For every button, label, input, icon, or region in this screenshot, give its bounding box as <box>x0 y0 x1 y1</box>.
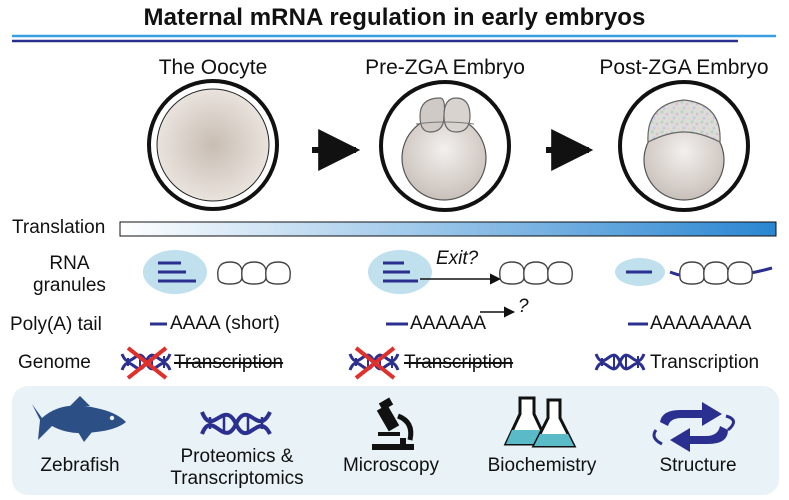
tool-label-microscopy: Microscopy <box>342 455 440 476</box>
row-label-translation: Translation <box>12 217 106 238</box>
post-zga-embryo-illustration <box>618 80 750 212</box>
question-annotation: ? <box>518 296 529 317</box>
pre-zga-embryo-illustration <box>379 80 511 212</box>
polya-tail-pre-zga: AAAAAA <box>410 313 487 334</box>
tool-label-biochemistry: Biochemistry <box>487 455 597 476</box>
transcription-pre-zga: Transcription <box>404 352 514 373</box>
polya-tail-oocyte: AAAA (short) <box>170 313 280 334</box>
rna-granule-pre-zga <box>368 250 432 294</box>
tool-label-zebrafish: Zebrafish <box>40 455 120 476</box>
stage-label-post-zga: Post-ZGA Embryo <box>599 56 769 79</box>
tool-label-omics-line1: Proteomics & <box>180 446 294 467</box>
blocked-x-pre-zga <box>354 346 396 380</box>
translation-gradient-bar <box>119 221 777 237</box>
microscope-icon <box>372 397 414 450</box>
tool-label-omics: Proteomics & Transcriptomics <box>152 446 322 490</box>
exit-annotation: Exit? <box>436 248 479 269</box>
fish-icon <box>32 396 126 442</box>
rna-granule-post-zga <box>615 258 665 286</box>
dna-icon-post-zga <box>594 353 646 371</box>
dna-tool-icon <box>200 411 272 436</box>
polya-tail-post-zga: AAAAAAAA <box>650 313 752 334</box>
flask-icon <box>503 396 577 448</box>
protein-structure-icon <box>652 402 735 452</box>
row-label-genome: Genome <box>18 352 91 373</box>
transcription-post-zga: Transcription <box>650 352 760 373</box>
stage-label-pre-zga: Pre-ZGA Embryo <box>365 56 525 79</box>
methods-panel <box>12 386 779 495</box>
stage-label-oocyte: The Oocyte <box>158 56 268 79</box>
transcription-oocyte: Transcription <box>174 352 284 373</box>
ribosomes-oocyte <box>217 261 291 285</box>
tool-label-structure: Structure <box>659 455 737 476</box>
ribosomes-pre-zga <box>499 261 573 285</box>
blocked-x-oocyte <box>126 346 168 380</box>
rna-granule-oocyte <box>143 250 207 294</box>
row-label-rna-line2: granules <box>33 275 106 296</box>
oocyte-illustration <box>147 79 279 211</box>
row-label-rna-line1: RNA <box>49 253 90 274</box>
diagram-title: Maternal mRNA regulation in early embryo… <box>143 4 646 31</box>
translating-mrna-post-zga <box>669 261 773 285</box>
row-label-polya: Poly(A) tail <box>10 314 102 335</box>
tool-label-omics-line2: Transcriptomics <box>170 468 304 489</box>
row-label-rna-granules: RNA granules <box>33 253 106 297</box>
